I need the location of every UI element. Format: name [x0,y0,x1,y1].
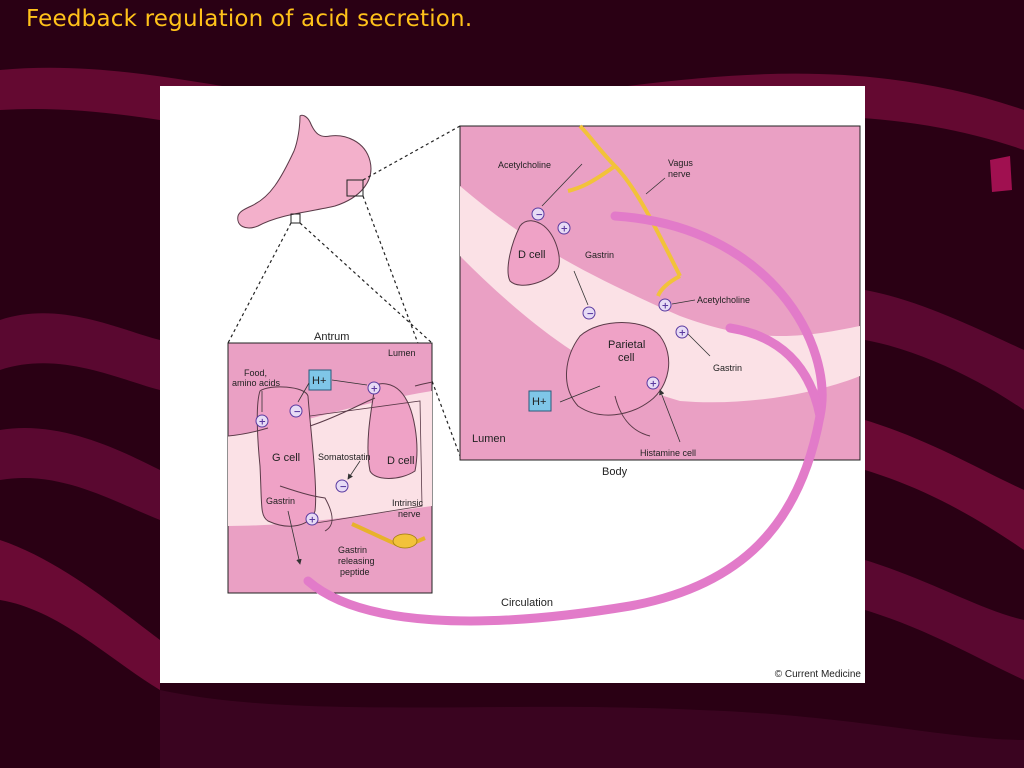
body-marker [346,179,364,197]
inhibit-minus-icon [582,306,596,320]
gastrin-release-arrow [287,510,302,565]
acetylcholine-right-label: Acetylcholine [697,295,750,305]
stimulate-plus-icon [255,414,269,428]
minus-sign: − [536,211,544,221]
antrum-d-cell-label: D cell [387,455,415,467]
food-label-line2: amino acids [232,378,281,388]
antrum-gastrin-label: Gastrin [266,496,295,506]
plus-sign: + [371,385,379,395]
zoom-lines [227,125,461,457]
plus-sign: + [650,380,658,390]
plus-sign: + [561,225,569,235]
circulation-vessel-branch [725,323,825,421]
body-hplus-box [528,390,552,412]
somatostatin-label: Somatostatin [318,452,371,462]
minus-sign: − [340,483,348,493]
body-hplus-label: H+ [532,396,546,408]
stomach-illustration [237,114,372,229]
vagus-nerve-label-line2: nerve [668,169,691,179]
g-cell-label: G cell [272,452,300,464]
antrum-arrows [261,379,368,479]
antrum-hplus-box [308,369,332,391]
plus-sign: + [309,516,317,526]
slide-title: Feedback regulation of acid secretion. [26,6,473,32]
stimulate-plus-icon [305,512,319,526]
intrinsic-nerve-label-line1: Intrinsic [392,498,424,508]
body-arrows [541,163,711,443]
nerve-ganglion [392,533,418,549]
minus-sign: − [294,408,302,418]
inhibit-minus-icon [289,404,303,418]
stimulate-plus-icon [675,325,689,339]
stimulate-plus-icon [367,381,381,395]
grp-label-line1: Gastrin [338,545,367,555]
food-label-line1: Food, [244,368,267,378]
antrum-hplus-label: H+ [312,375,326,387]
grp-label-line2: releasing [338,556,375,566]
plus-sign: + [679,329,687,339]
acetylcholine-top-label: Acetylcholine [498,160,551,170]
circulation-label: Circulation [501,597,553,609]
antrum-marker [290,213,301,224]
gastrin-top-label: Gastrin [585,250,614,260]
antrum-lumen-label: Lumen [388,348,416,358]
parietal-cell-label-line1: Parietal [608,339,645,351]
plus-sign: + [259,418,267,428]
circulation-vessel [303,211,827,626]
antrum-panel [227,342,433,594]
stimulate-plus-icon [557,221,571,235]
vagus-nerve-label-line1: Vagus [668,158,693,168]
body-d-cell-label: D cell [518,249,546,261]
acid-secretion-diagram: Antrum Lumen Food, amino acids H+ + − + … [227,114,861,626]
diagram-figure: Antrum Lumen Food, amino acids H+ + − + … [160,86,865,683]
gastrin-right-label: Gastrin [713,363,742,373]
grp-label-line3: peptide [340,567,370,577]
plus-sign: + [662,302,670,312]
minus-sign: − [587,310,595,320]
parietal-cell-label-line2: cell [618,352,635,364]
body-lumen-label: Lumen [472,433,506,445]
stimulate-plus-icon [658,298,672,312]
histamine-cell-label: Histamine cell [640,448,696,458]
copyright-text: © Current Medicine [774,669,861,680]
inhibit-minus-icon [531,207,545,221]
vagus-nerve [567,124,682,297]
antrum-title: Antrum [314,331,349,343]
body-title: Body [602,466,628,478]
intrinsic-nerve-label-line2: nerve [398,509,421,519]
